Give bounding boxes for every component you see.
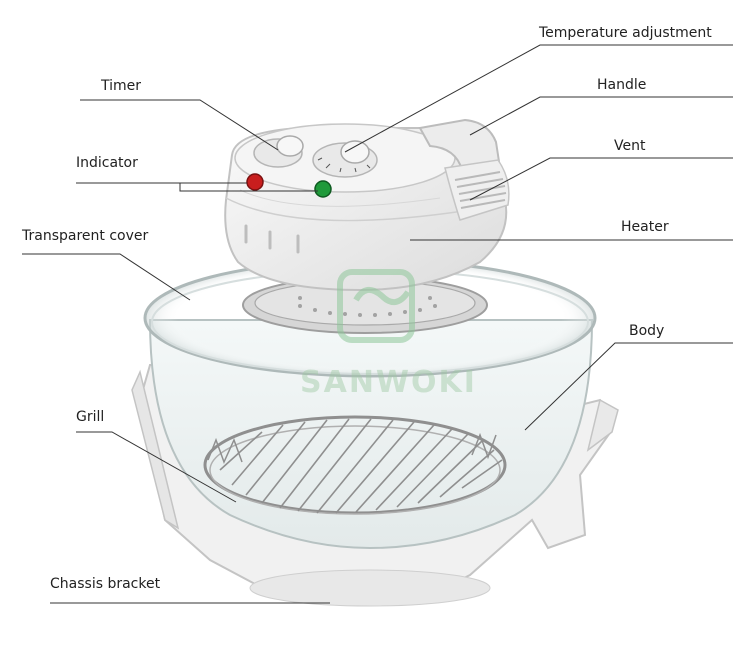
chassis-bracket	[131, 360, 619, 607]
leader-vent	[469, 157, 733, 201]
label-grill: Grill	[76, 409, 105, 425]
temperature-dial	[312, 140, 378, 178]
label-indicator: Indicator	[76, 155, 138, 171]
label-handle: Handle	[597, 77, 647, 93]
green-indicator-light	[314, 180, 332, 198]
watermark-text: SANWOKI	[300, 365, 477, 400]
heater-fan	[242, 276, 488, 334]
label-vent: Vent	[614, 138, 646, 154]
leader-handle	[469, 96, 733, 136]
label-transparent-cover: Transparent cover	[22, 228, 149, 244]
label-heater: Heater	[621, 219, 669, 235]
label-chassis-bracket: Chassis bracket	[50, 576, 161, 592]
label-body: Body	[629, 323, 665, 339]
vent	[444, 159, 510, 221]
label-timer: Timer	[101, 78, 142, 94]
leader-temperature	[344, 44, 733, 153]
leader-timer	[80, 99, 279, 151]
label-temperature-adjustment: Temperature adjustment	[539, 25, 712, 41]
leader-indicator	[76, 182, 318, 192]
grill-rack	[203, 415, 507, 515]
leader-body	[524, 342, 733, 431]
leader-lines	[22, 44, 733, 604]
timer-dial	[253, 135, 304, 168]
red-indicator-light	[246, 173, 264, 191]
leader-grill	[76, 431, 237, 503]
leader-cover	[22, 253, 191, 301]
watermark-logo	[337, 269, 415, 343]
